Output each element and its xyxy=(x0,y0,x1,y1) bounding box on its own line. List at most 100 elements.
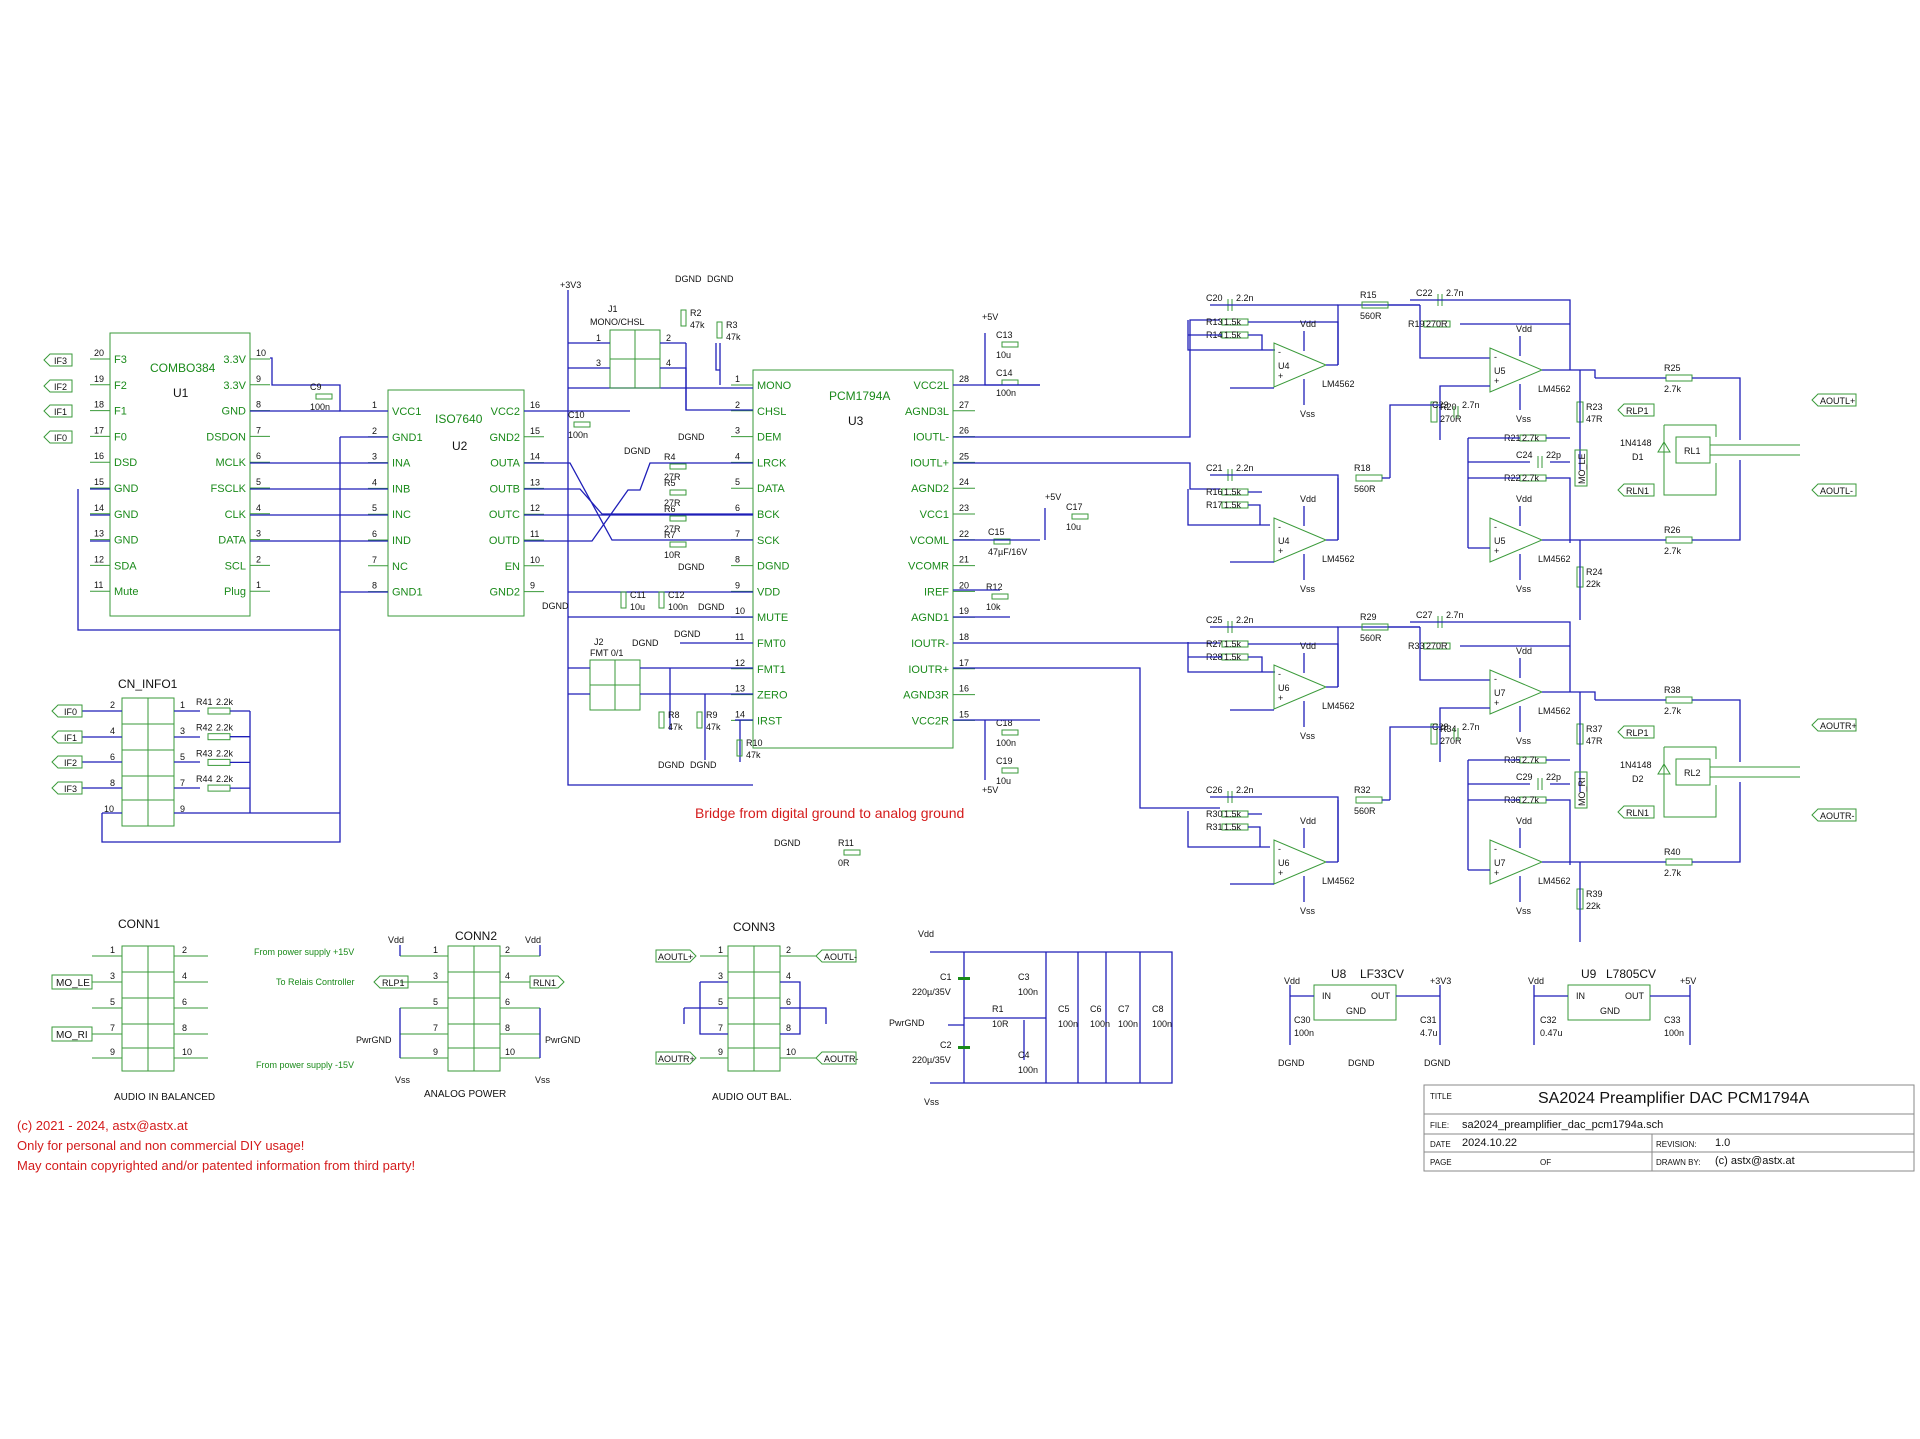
net-flag xyxy=(1617,483,1655,497)
power-part-value: 100n xyxy=(1090,1019,1110,1029)
conn2-caption: ANALOG POWER xyxy=(424,1089,506,1100)
svg-text:270R: 270R xyxy=(1440,736,1462,746)
u8-dgnd-3: DGND xyxy=(1424,1058,1451,1068)
svg-text:5: 5 xyxy=(180,752,185,762)
svg-text:D1: D1 xyxy=(1632,452,1644,462)
opamp-vss: Vss xyxy=(1516,736,1532,746)
flag-aoutr-plus: AOUTR+ xyxy=(1820,721,1857,731)
resistor-body xyxy=(1430,723,1438,745)
svg-text:4: 4 xyxy=(786,971,791,981)
conn3-aoutr-plus: AOUTR+ xyxy=(658,1054,695,1064)
tb-revision: 1.0 xyxy=(1715,1137,1730,1149)
tb-file-label: FILE: xyxy=(1430,1121,1449,1130)
part-value: 27R xyxy=(664,524,681,534)
svg-text:10: 10 xyxy=(505,1047,515,1057)
pin-number: 7 xyxy=(372,555,377,565)
svg-text:2.7k: 2.7k xyxy=(1522,755,1540,765)
svg-text:C29: C29 xyxy=(1516,772,1533,782)
pin-name: IOUTR- xyxy=(911,638,949,650)
mo-le-label xyxy=(1574,449,1588,487)
pin-name: AGND3L xyxy=(905,406,949,418)
svg-text:1.5k: 1.5k xyxy=(1224,500,1242,510)
relay-ref: RL1 xyxy=(1684,446,1701,456)
pin-name: GND xyxy=(114,509,139,521)
svg-text:6: 6 xyxy=(182,997,187,1007)
conn2-ref: CONN2 xyxy=(455,929,497,943)
svg-text:2.7n: 2.7n xyxy=(1462,722,1480,732)
part-value: 100n xyxy=(310,402,330,412)
conn3-caption: AUDIO OUT BAL. xyxy=(712,1092,792,1103)
part-body xyxy=(669,463,687,470)
part-ref: C10 xyxy=(568,410,585,420)
pin-name: BCK xyxy=(757,509,780,521)
tb-drawn-label: DRAWN BY: xyxy=(1656,1158,1701,1167)
svg-text:R15: R15 xyxy=(1360,290,1377,300)
svg-text:D2: D2 xyxy=(1632,774,1644,784)
svg-text:6: 6 xyxy=(786,997,791,1007)
pin-number: 10 xyxy=(735,606,745,616)
u8-in: IN xyxy=(1322,991,1331,1001)
pin-name: LRCK xyxy=(757,457,787,469)
pin-name: IRST xyxy=(757,715,782,727)
pin-number: 8 xyxy=(372,581,377,591)
svg-text:8: 8 xyxy=(505,1023,510,1033)
c30-ref: C30 xyxy=(1294,1015,1311,1025)
svg-text:C21: C21 xyxy=(1206,463,1223,473)
pin-number: 13 xyxy=(735,684,745,694)
pin-name: INA xyxy=(392,458,411,470)
power-part-ref: C5 xyxy=(1058,1004,1070,1014)
conn2-note-m15: From power supply -15V xyxy=(256,1060,354,1070)
svg-text:C27: C27 xyxy=(1416,610,1433,620)
conn2-pwrgnd-l: PwrGND xyxy=(356,1035,392,1045)
svg-text:10: 10 xyxy=(182,1047,192,1057)
part-value: 47k xyxy=(668,722,683,732)
svg-text:8: 8 xyxy=(786,1023,791,1033)
opamp-vdd: Vdd xyxy=(1300,641,1316,651)
power-part-value: 100n xyxy=(1018,1065,1038,1075)
opamp-value: LM4562 xyxy=(1538,554,1571,564)
pin-number: 22 xyxy=(959,529,969,539)
power-part-value: 100n xyxy=(1152,1019,1172,1029)
power-part-value: 100n xyxy=(1058,1019,1078,1029)
part-ref: C11 xyxy=(630,590,646,600)
svg-text:6: 6 xyxy=(110,752,115,762)
net-5v-c15: +5V xyxy=(1045,492,1061,502)
pin-number: 25 xyxy=(959,451,969,461)
part-body xyxy=(669,489,687,496)
pin-name: NC xyxy=(392,561,408,573)
net-flag xyxy=(1617,725,1655,739)
svg-text:2.7k: 2.7k xyxy=(1664,384,1682,394)
part-ref: C19 xyxy=(996,756,1013,766)
svg-text:1.5k: 1.5k xyxy=(1224,330,1242,340)
pin-number: 3 xyxy=(256,529,261,539)
svg-text:4: 4 xyxy=(505,971,510,981)
part-ref: C13 xyxy=(996,330,1013,340)
pin-name: AGND3R xyxy=(903,690,949,702)
part-value: 27R xyxy=(664,498,681,508)
info-if3: IF3 xyxy=(64,784,77,794)
part-body xyxy=(573,421,591,428)
u9-gnd: GND xyxy=(1600,1006,1621,1016)
part-value: 100n xyxy=(996,388,1016,398)
part-value: 47k xyxy=(690,320,705,330)
part-value: 47µF/16V xyxy=(988,547,1027,557)
opamp-vss: Vss xyxy=(1516,414,1532,424)
pin-number: 15 xyxy=(959,709,969,719)
c33-ref: C33 xyxy=(1664,1015,1681,1025)
part-body xyxy=(658,711,665,729)
pin-number: 6 xyxy=(372,529,377,539)
pin-number: 4 xyxy=(256,503,261,513)
u2-ref: U2 xyxy=(452,439,468,453)
pin-name: MUTE xyxy=(757,612,788,624)
svg-text:1.5k: 1.5k xyxy=(1224,652,1242,662)
svg-text:R23: R23 xyxy=(1586,402,1603,412)
opamp-symbol xyxy=(1273,342,1328,388)
opamp-ref: U7 xyxy=(1494,688,1506,698)
svg-text:2.2n: 2.2n xyxy=(1236,785,1254,795)
u2-value: ISO7640 xyxy=(435,412,483,426)
part-ref: C15 xyxy=(988,527,1005,537)
pin-name: INC xyxy=(392,509,411,521)
svg-text:3: 3 xyxy=(596,358,601,368)
part-body xyxy=(993,538,1011,545)
